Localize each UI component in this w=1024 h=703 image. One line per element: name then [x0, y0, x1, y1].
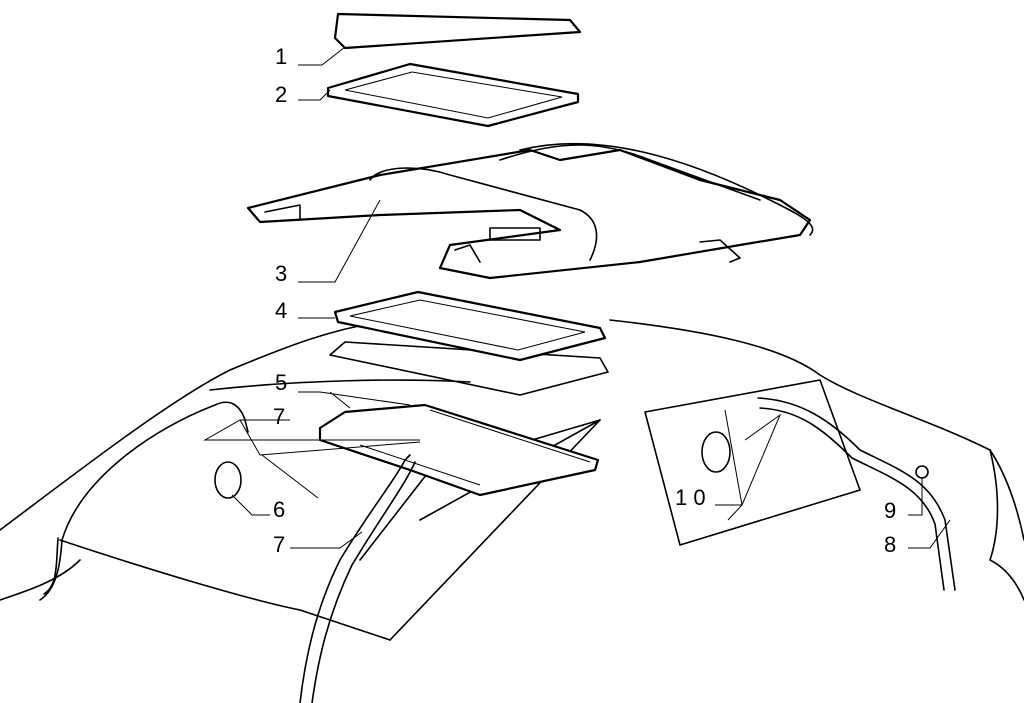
part-6-clamp: [214, 461, 242, 499]
callout-1: 1: [275, 44, 288, 69]
leader-lines: [203, 46, 951, 549]
callout-6: 6: [273, 497, 286, 522]
callout-7-upper: 7: [273, 404, 286, 429]
part-8-drain-tube: [757, 397, 956, 591]
callout-3: 3: [275, 261, 288, 286]
part-7-drain-tubes: [39, 401, 416, 703]
callout-2: 2: [275, 82, 288, 107]
callout-7-lower: 7: [273, 532, 286, 557]
callout-4: 4: [275, 298, 288, 323]
callout-9: 9: [884, 498, 897, 523]
callout-8: 8: [884, 532, 897, 557]
callout-5: 5: [275, 370, 288, 395]
part-10-clamp: [701, 431, 731, 473]
part-3-frame-mechanism: [246, 142, 814, 280]
part-2-seal: [326, 62, 580, 128]
part-1-glass-panel: [333, 12, 582, 50]
part-9-clip: [915, 465, 929, 479]
callout-10: 1 0: [675, 485, 706, 510]
part-4-frame-seal: [333, 290, 607, 362]
part-5-sunshade: [318, 403, 600, 497]
